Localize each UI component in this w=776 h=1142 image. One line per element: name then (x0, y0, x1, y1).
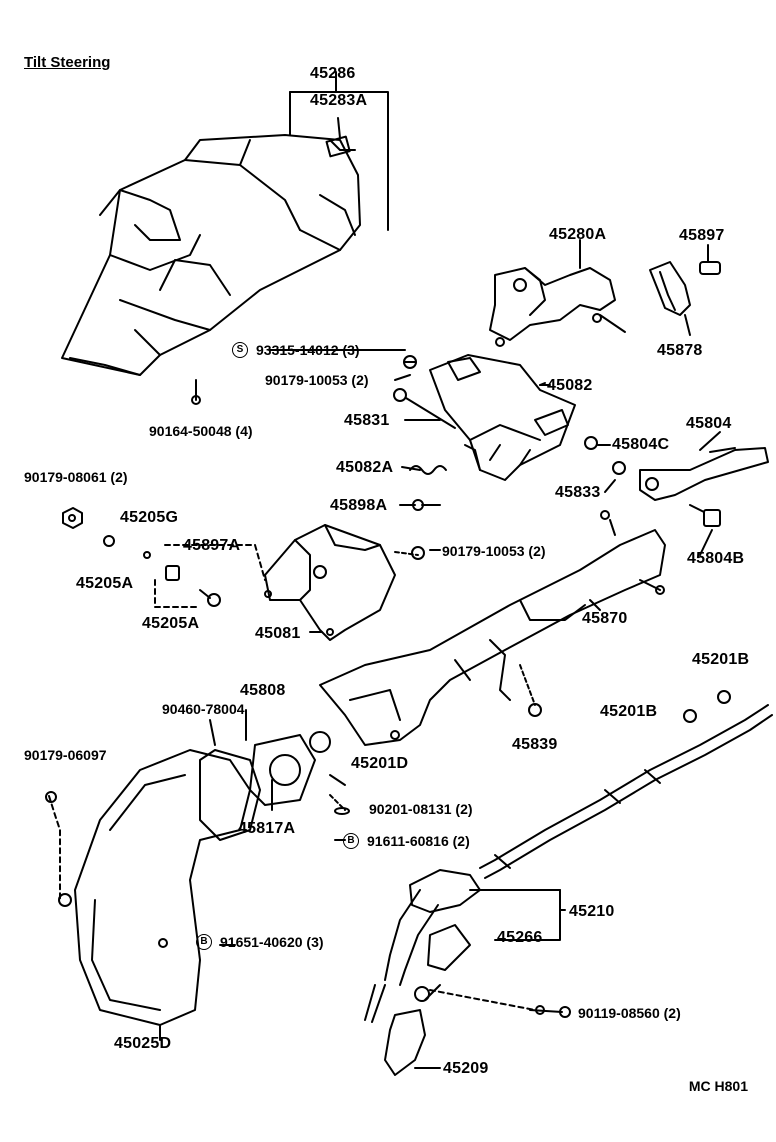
label-91651-text: 91651-40620 (3) (220, 934, 324, 950)
label-45266: 45266 (497, 929, 543, 946)
label-45833: 45833 (555, 484, 601, 501)
label-90179-06097: 90179-06097 (24, 747, 107, 763)
steering-shaft-drawing (364, 690, 773, 1076)
label-90119-08560: 90119-08560 (2) (578, 1005, 681, 1021)
label-45025D: 45025D (114, 1035, 172, 1052)
bracket-45082-drawing (393, 354, 626, 481)
label-90460-78004: 90460-78004 (162, 701, 245, 717)
label-45082: 45082 (547, 377, 593, 394)
label-45209: 45209 (443, 1060, 489, 1077)
standard-part-mark: S (232, 342, 248, 358)
bracket-45081-drawing (264, 524, 425, 641)
bracket-45280A-drawing (489, 239, 626, 347)
spring-drawing (409, 465, 447, 511)
label-45280A: 45280A (549, 226, 607, 243)
label-90179-08061: 90179-08061 (2) (24, 469, 128, 485)
label-45839: 45839 (512, 736, 558, 753)
left-hardware-drawing (62, 507, 266, 608)
label-45201D: 45201D (351, 755, 409, 772)
label-45897: 45897 (679, 227, 725, 244)
label-93315-text: 93315-14012 (3) (256, 342, 360, 358)
label-45205A-a: 45205A (76, 575, 134, 592)
label-90164-50048: 90164-50048 (4) (149, 423, 253, 439)
label-90201-08131: 90201-08131 (2) (369, 801, 473, 817)
label-90179-10053-b: 90179-10053 (2) (442, 543, 546, 559)
label-91611-text: 91611-60816 (2) (367, 833, 470, 849)
cover-plate-drawing (45, 709, 350, 1041)
label-45205G: 45205G (120, 509, 179, 526)
label-91651-40620: B 91651-40620 (3) (196, 934, 324, 950)
label-45082A: 45082A (336, 459, 394, 476)
tilt-lever-drawing (639, 447, 769, 527)
label-45205A-b: 45205A (142, 615, 200, 632)
label-45878: 45878 (657, 342, 703, 359)
label-91611-60816: B 91611-60816 (2) (343, 833, 470, 849)
label-45870: 45870 (582, 610, 628, 627)
label-45201B-a: 45201B (692, 651, 750, 668)
part-45878-drawing (649, 244, 721, 336)
label-45897A: 45897A (183, 537, 241, 554)
label-90179-10053-a: 90179-10053 (2) (265, 372, 369, 388)
label-45831: 45831 (344, 412, 390, 429)
bolt-mark-b: B (196, 934, 212, 950)
column-cover-drawing (61, 71, 389, 405)
label-45804C: 45804C (612, 436, 670, 453)
label-45817A: 45817A (238, 820, 296, 837)
label-45898A: 45898A (330, 497, 388, 514)
bolt-mark-b: B (343, 833, 359, 849)
column-tube-drawing (319, 510, 666, 746)
label-45081: 45081 (255, 625, 301, 642)
diagram-title: Tilt Steering (24, 54, 111, 71)
label-45210: 45210 (569, 903, 615, 920)
label-45804: 45804 (686, 415, 732, 432)
label-45804B: 45804B (687, 550, 745, 567)
label-45201B-b: 45201B (600, 703, 658, 720)
diagram-code: MC H801 (688, 1078, 748, 1094)
label-93315-14012: S 93315-14012 (3) (232, 342, 360, 358)
label-45283A: 45283A (310, 92, 368, 109)
label-45286: 45286 (310, 65, 356, 82)
label-45808: 45808 (240, 682, 286, 699)
